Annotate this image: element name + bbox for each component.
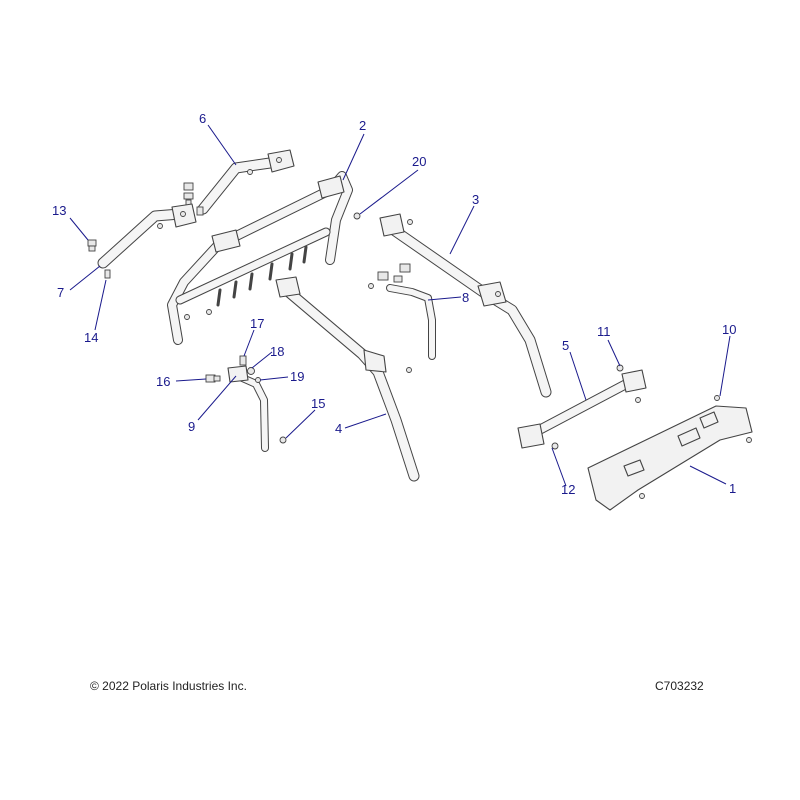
callout-10: 10 xyxy=(722,322,736,337)
fastener-15 xyxy=(279,436,287,444)
callout-8: 8 xyxy=(462,290,469,305)
fastener-18 xyxy=(247,367,255,375)
copyright-text: © 2022 Polaris Industries Inc. xyxy=(90,679,247,693)
callout-1: 1 xyxy=(729,481,736,496)
callout-4: 4 xyxy=(335,421,342,436)
leader-lines xyxy=(69,124,731,487)
figure-id: C703232 xyxy=(655,679,704,693)
part-7-tube xyxy=(97,203,197,269)
callout-14: 14 xyxy=(84,330,98,345)
callout-18: 18 xyxy=(270,344,284,359)
part-2-front-hoop xyxy=(167,171,353,345)
callout-12: 12 xyxy=(561,482,575,497)
callout-6: 6 xyxy=(199,111,206,126)
fastener-13 xyxy=(87,239,97,252)
callout-11: 11 xyxy=(597,324,611,339)
part-1-rear-panel xyxy=(587,395,753,511)
callout-9: 9 xyxy=(188,419,195,434)
part-8-brace xyxy=(368,263,436,373)
fastener-16 xyxy=(205,374,221,383)
part-9-brace xyxy=(227,365,269,452)
part-6-tube xyxy=(196,149,295,216)
callout-13: 13 xyxy=(52,203,66,218)
callout-16: 16 xyxy=(156,374,170,389)
callout-19: 19 xyxy=(290,369,304,384)
callout-3: 3 xyxy=(472,192,479,207)
bolt-group-upper xyxy=(183,182,194,207)
callout-15: 15 xyxy=(311,396,325,411)
nut-20 xyxy=(353,212,361,220)
fastener-19 xyxy=(255,377,261,383)
fastener-14 xyxy=(104,269,111,279)
fastener-17 xyxy=(239,355,247,366)
front-hoop-brackets xyxy=(216,245,308,307)
callout-20: 20 xyxy=(412,154,426,169)
part-3-rear-tube xyxy=(379,213,552,398)
callout-17: 17 xyxy=(250,316,264,331)
callout-2: 2 xyxy=(359,118,366,133)
callout-5: 5 xyxy=(562,338,569,353)
part-4-rear-tube xyxy=(275,276,420,482)
callout-7: 7 xyxy=(57,285,64,300)
